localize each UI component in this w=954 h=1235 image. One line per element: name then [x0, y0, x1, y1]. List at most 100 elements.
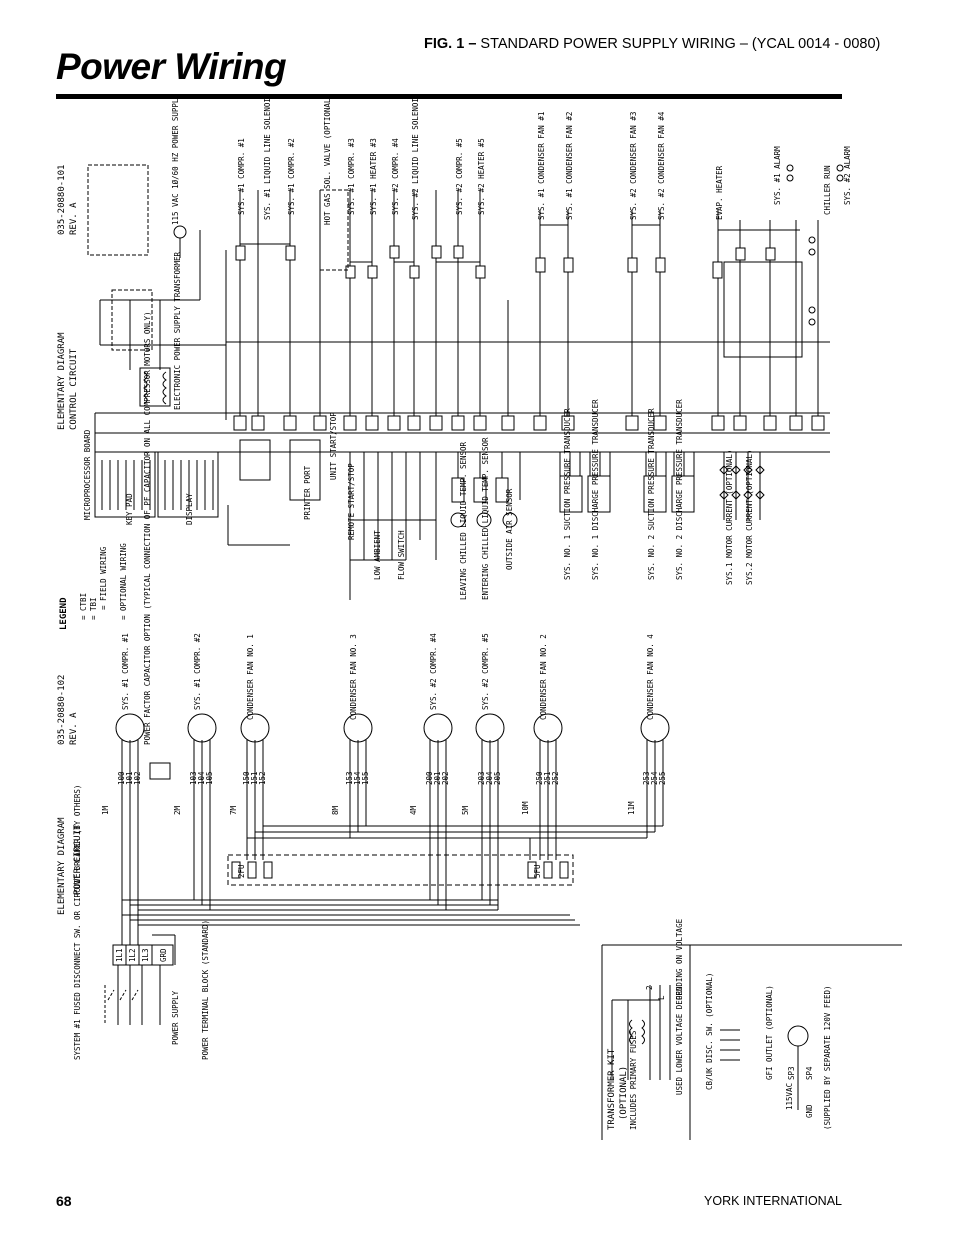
column-label: SYS. #2 CONDENSER FAN #4: [657, 111, 666, 220]
column-label: SYS. #2 COMPR. #4: [391, 138, 400, 215]
label-ecl-sensor: ENTERING CHILLED LIQUID TEMP. SENSOR: [481, 437, 490, 600]
title-rule: [56, 94, 842, 99]
column-label: SYS. #2 HEATER #5: [477, 138, 486, 215]
legend-item: = FIELD WIRING: [99, 546, 108, 610]
svg-text:204: 204: [485, 771, 494, 785]
label-lcl-sensor: LEAVING CHILLED LIQUID TEMP. SENSOR: [459, 441, 468, 600]
motor-label: SYS. #2 COMPR. #5: [481, 633, 490, 710]
svg-text:254: 254: [650, 771, 659, 785]
column-label: SYS. #1 COMPR. #3: [347, 138, 356, 215]
motor-label: SYS. #2 COMPR. #4: [429, 633, 438, 710]
svg-text:150: 150: [242, 771, 251, 785]
board-keypad: KEY PAD: [125, 493, 134, 525]
svg-text:250: 250: [535, 771, 544, 785]
svg-text:253: 253: [642, 771, 651, 785]
motor-label: CONDENSER FAN NO. 1: [246, 634, 255, 720]
legend-item: = TBI: [89, 597, 98, 620]
control-diagram-subtitle: CONTROL CIRCUIT: [69, 348, 79, 430]
legend-item: = OPTIONAL WIRING: [119, 543, 128, 620]
column-label: SYS. #1 COMPR. #1: [237, 138, 246, 215]
motor-label: SYS. #1 COMPR. #1: [121, 633, 130, 710]
svg-text:252: 252: [551, 771, 560, 785]
label-remote-start-stop: REMOTE START/STOP: [347, 463, 356, 540]
motor-label: CONDENSER FAN NO. 4: [646, 634, 655, 720]
svg-text:10M: 10M: [521, 801, 530, 815]
svg-text:2M: 2M: [173, 805, 182, 815]
label-sys1-suction: SYS. NO. 1 SUCTION PRESSURE TRANSDUCER: [563, 408, 572, 580]
figure-text: STANDARD POWER SUPPLY WIRING – (YCAL 001…: [476, 36, 881, 52]
legend-title: LEGEND: [59, 597, 69, 630]
svg-text:104: 104: [197, 771, 206, 785]
control-diagram-title: ELEMENTARY DIAGRAM: [57, 332, 67, 430]
column-label: SYS. #1 CONDENSER FAN #2: [565, 112, 574, 220]
inset-note: CB/UK DISC. SW. (OPTIONAL): [705, 973, 714, 1090]
label-sys1-discharge: SYS. NO. 1 DISCHARGE PRESSURE TRANSDUCER: [591, 399, 600, 580]
svg-text:5M: 5M: [461, 805, 470, 815]
footer-company: YORK INTERNATIONAL: [704, 1194, 842, 1208]
svg-text:101: 101: [125, 771, 134, 785]
fuse-label-5fu: 5FU: [533, 864, 542, 878]
figure-label: FIG. 1 –: [424, 36, 477, 52]
column-label: SYS. #2 LIQUID LINE SOLENOID: [411, 93, 420, 220]
label-power-supply: 115 VAC 1Ø/60 HZ POWER SUPPLY: [171, 94, 180, 225]
svg-text:251: 251: [543, 771, 552, 785]
svg-text:7M: 7M: [229, 805, 238, 815]
label-sys1-motor-current: SYS.1 MOTOR CURRENT (OPTIONAL): [725, 450, 734, 585]
control-drawing-rev: REV. A: [69, 202, 79, 235]
label-sys1-alarm: SYS. #1 ALARM: [773, 146, 782, 205]
svg-text:103: 103: [189, 771, 198, 785]
label-unit-start-stop: UNIT START/STOP: [329, 412, 338, 480]
label-low-ambient: LOW AMBIENT: [373, 530, 382, 580]
svg-text:102: 102: [133, 771, 142, 785]
figure-caption: FIG. 1 – STANDARD POWER SUPPLY WIRING – …: [424, 36, 954, 52]
inset-note: GFI OUTLET (OPTIONAL): [765, 985, 774, 1080]
power-drawing-number: 035-20880-102: [57, 675, 67, 745]
svg-text:L: L: [657, 995, 666, 1000]
svg-text:4M: 4M: [409, 805, 418, 815]
power-supply-label: POWER SUPPLY: [171, 990, 180, 1045]
label-evap-heater: EVAP. HEATER: [715, 165, 724, 220]
svg-text:1L1: 1L1: [115, 948, 124, 962]
motor-label: SYS. #1 COMPR. #2: [193, 633, 202, 710]
motor-label: CONDENSER FAN NO. 3: [349, 634, 358, 720]
svg-text:201: 201: [433, 771, 442, 785]
svg-text:152: 152: [258, 771, 267, 785]
svg-text:8M: 8M: [331, 805, 340, 815]
power-terminal-block-label: POWER TERMINAL BLOCK (STANDARD): [201, 920, 210, 1060]
terminal-labels: 1L1 1L2 1L3 GRD: [115, 948, 168, 962]
svg-text:GRD: GRD: [675, 986, 684, 1000]
motor-wire-labels: 1M 100 101 102 2M 103 104 105 7M 150 151…: [101, 771, 667, 815]
power-diagram-subtitle: POWER CIRCUIT: [73, 824, 83, 895]
svg-text:1L3: 1L3: [141, 948, 150, 962]
column-label: SYS. #1 HEATER #3: [369, 138, 378, 215]
inset-note: (SUPPLIED BY SEPARATE 120V FEED): [823, 986, 832, 1131]
power-diagram-title: ELEMENTARY DIAGRAM: [57, 817, 67, 915]
svg-text:202: 202: [441, 771, 450, 785]
svg-text:200: 200: [425, 771, 434, 785]
control-drawing-number: 035-20880-101: [57, 165, 67, 235]
power-drawing-rev: REV. A: [69, 712, 79, 745]
page-title: Power Wiring: [56, 46, 287, 87]
column-label: SYS. #2 COMPR. #5: [455, 138, 464, 215]
column-label: HOT GAS SOL. VALVE (OPTIONAL): [323, 94, 332, 225]
svg-text:205: 205: [493, 771, 502, 785]
column-label: SYS. #1 COMPR. #2: [287, 138, 296, 215]
svg-text:105: 105: [205, 771, 214, 785]
svg-text:11M: 11M: [627, 801, 636, 815]
label-sys2-alarm: SYS. #2 ALARM: [843, 146, 852, 205]
disconnect-note: SYSTEM #1 FUSED DISCONNECT SW. OR CIRCUI…: [73, 785, 82, 1060]
label-sys2-motor-current: SYS.2 MOTOR CURRENT (OPTIONAL): [745, 450, 754, 585]
svg-text:154: 154: [353, 771, 362, 785]
column-label: SYS. #1 CONDENSER FAN #1: [537, 112, 546, 220]
svg-text:GND: GND: [805, 1104, 814, 1118]
svg-text:100: 100: [117, 771, 126, 785]
inset-terminals: SP3 SP4 GND L 2 GRD: [645, 985, 814, 1118]
label-transformer: ELECTRONIC POWER SUPPLY TRANSFORMER: [173, 251, 182, 410]
label-flow-switch: FLOW SWITCH: [397, 530, 406, 580]
legend-item: = CTBI: [79, 593, 88, 620]
inset-note: 115VAC: [785, 1083, 794, 1110]
svg-text:2: 2: [645, 985, 654, 990]
column-label: SYS. #1 LIQUID LINE SOLENOID: [263, 93, 272, 220]
svg-text:203: 203: [477, 771, 486, 785]
